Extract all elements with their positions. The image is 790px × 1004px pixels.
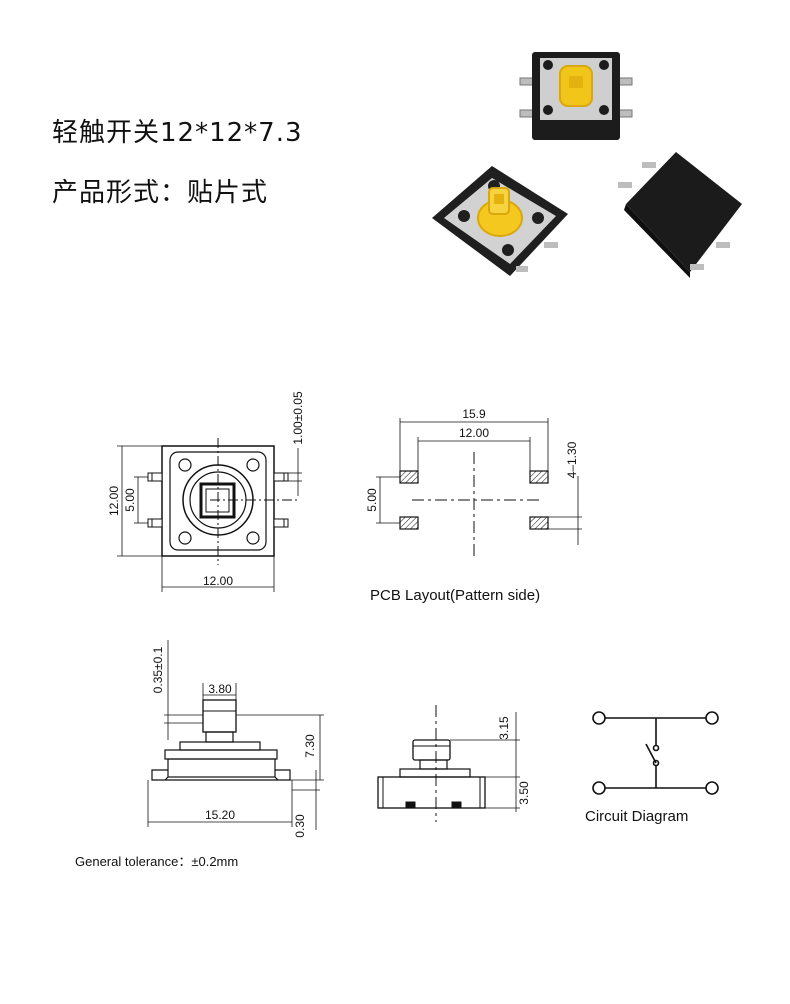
pcb-inner-label: 12.00 xyxy=(459,426,489,440)
side-actuator-label: 3.80 xyxy=(208,682,232,696)
pcb-caption: PCB Layout(Pattern side) xyxy=(370,587,540,604)
pad xyxy=(399,470,419,484)
tolerance-note: General tolerance：±0.2mm xyxy=(75,854,239,869)
top-pin-label: 1.00±0.05 xyxy=(291,391,305,445)
side-view xyxy=(147,640,324,830)
product-title: 轻触开关12*12*7.3 xyxy=(52,118,303,148)
terminal xyxy=(705,781,719,795)
circuit-diagram xyxy=(592,711,719,795)
side2-body-label: 3.50 xyxy=(517,781,531,805)
pad xyxy=(399,516,419,530)
product-form: 产品形式：贴片式 xyxy=(52,178,269,208)
terminal xyxy=(592,781,606,795)
top-height-label: 12.00 xyxy=(107,486,121,516)
pcb-outer-label: 15.9 xyxy=(462,407,486,421)
terminal xyxy=(705,711,719,725)
pad xyxy=(529,470,549,484)
pcb-pitch-label: 5.00 xyxy=(365,488,379,512)
product-photo-2 xyxy=(432,166,568,276)
product-photo-3 xyxy=(618,152,742,278)
terminal xyxy=(592,711,606,725)
pad xyxy=(529,516,549,530)
side-view-2 xyxy=(377,705,520,822)
pcb-pad-label: 4–1.30 xyxy=(565,441,579,478)
top-pitch-label: 5.00 xyxy=(123,488,137,512)
top-view xyxy=(117,438,302,592)
product-photo-1 xyxy=(519,52,633,140)
side-height-label: 7.30 xyxy=(303,734,317,758)
side-length-label: 15.20 xyxy=(205,808,235,822)
pcb-layout xyxy=(376,418,582,560)
top-width-label: 12.00 xyxy=(203,574,233,588)
side-tolerance-label: 0.35±0.1 xyxy=(151,646,165,693)
side2-actuator-label: 3.15 xyxy=(497,716,511,740)
circuit-caption: Circuit Diagram xyxy=(585,808,688,825)
side-lead-label: 0.30 xyxy=(293,814,307,838)
